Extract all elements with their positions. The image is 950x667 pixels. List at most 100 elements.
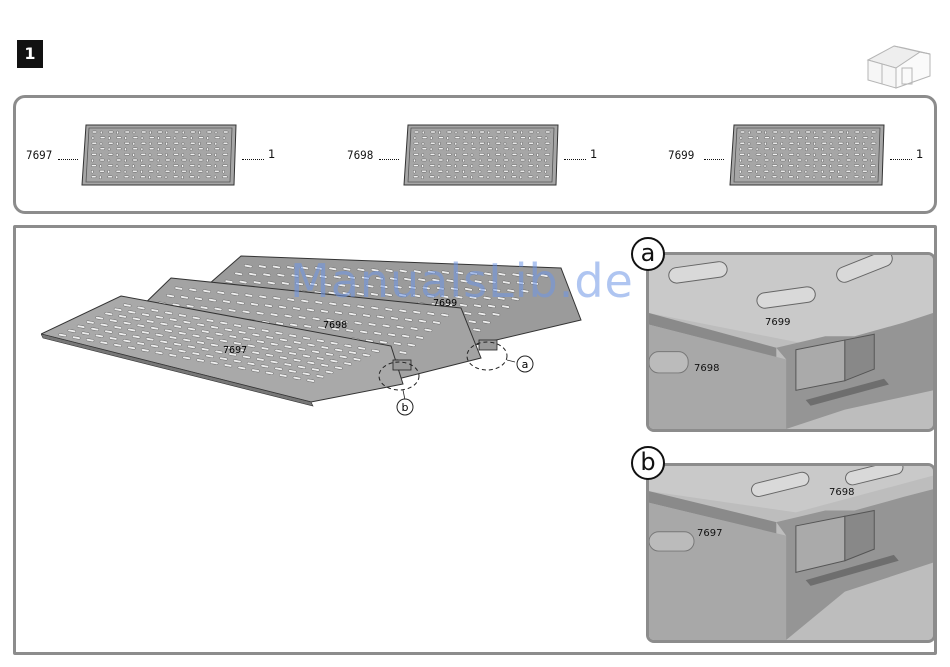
detail-b-lower-label: 7697 [697, 528, 722, 539]
panel-slot [805, 142, 810, 144]
panel-slot [528, 170, 530, 173]
panel-slot [190, 131, 195, 133]
panel-slot [748, 148, 753, 150]
detail-b-panel: 7698 7697 [646, 463, 936, 643]
panel-slot [780, 176, 782, 179]
panel-slot [199, 137, 204, 139]
assembly-label-7697: 7697 [223, 345, 247, 356]
panel-slot [108, 137, 110, 140]
panel-slot [166, 142, 168, 145]
panel-slot [537, 148, 542, 150]
panel-slot [487, 176, 489, 179]
panel-slot [813, 165, 815, 168]
panel-slot [132, 165, 134, 168]
panel-slot [430, 165, 435, 167]
panel-slot [814, 142, 816, 145]
panel-slot [157, 170, 159, 173]
panel-slot [174, 159, 176, 162]
panel-slot [214, 170, 219, 172]
part-code: 7697 [26, 148, 52, 162]
panel-slot [108, 131, 113, 133]
panel-slot [529, 137, 531, 140]
step-number-badge: 1 [17, 40, 43, 68]
panel-slot [537, 131, 539, 134]
panel-slot [463, 148, 465, 151]
panel-slot [223, 170, 225, 173]
panel-slot [814, 131, 816, 134]
panel-slot [797, 176, 799, 179]
panel-slot [206, 153, 211, 155]
panel-slot [422, 170, 427, 172]
panel-slot [829, 176, 831, 179]
panel-slot [174, 131, 179, 133]
panel-slot [471, 165, 473, 168]
panel-slot [488, 142, 490, 145]
panel-slot [206, 176, 211, 178]
panel-slot [413, 165, 418, 167]
panel-slot [438, 165, 440, 168]
panel-slot [413, 170, 415, 173]
panel-slot [446, 170, 448, 173]
panel-slot [748, 142, 750, 145]
panel-slot [223, 148, 225, 151]
panel-slot [92, 148, 94, 151]
panel-slot [748, 159, 753, 161]
panel-slot [471, 131, 473, 134]
panel-slot [479, 170, 481, 173]
panel-slot [545, 159, 547, 162]
detail-b-callout: b [631, 446, 665, 480]
panel-slot [99, 176, 101, 179]
panel-slot [544, 176, 549, 178]
panel-slot [463, 153, 468, 155]
panel-slot [838, 159, 840, 162]
panel-slot [847, 137, 852, 139]
panel-slot [789, 159, 791, 162]
watermark-text: ManualsLib.de [290, 254, 634, 308]
panel-slot [182, 153, 184, 156]
panel-slot [455, 153, 457, 156]
panel-slot [748, 170, 753, 172]
panel-slot [207, 131, 212, 133]
panel-slot [116, 142, 118, 145]
panel-slot [463, 131, 468, 133]
panel-slot [463, 142, 468, 144]
panel-slot [198, 153, 200, 156]
panel-slot [157, 176, 162, 178]
panel-slot [215, 159, 220, 161]
panel-slot [100, 142, 102, 145]
panel-slot [133, 137, 138, 139]
panel-slot [92, 159, 94, 162]
panel-slot [182, 148, 187, 150]
panel-slot [422, 165, 424, 168]
panel-slot [166, 148, 171, 150]
panel-slot [430, 142, 435, 144]
panel-slot [797, 131, 799, 134]
panel-slot [430, 153, 435, 155]
panel-slot [479, 165, 484, 167]
panel-slot [141, 137, 143, 140]
panel-slot [108, 159, 110, 162]
panel-slot [789, 137, 791, 140]
panel-slot [537, 142, 539, 145]
panel-slot [430, 170, 432, 173]
panel-slot [181, 176, 183, 179]
panel-slot [822, 148, 824, 151]
panel-slot [863, 159, 868, 161]
panel-slot [772, 170, 774, 173]
panel-slot [182, 165, 184, 168]
panel-slot [781, 159, 786, 161]
panel-slot [814, 148, 819, 150]
panel-slot [830, 142, 832, 145]
panel-slot [100, 159, 105, 161]
panel-slot [108, 142, 113, 144]
panel-slot [862, 176, 864, 179]
panel-slot [830, 148, 835, 150]
panel-slot [520, 165, 522, 168]
panel-slot [117, 137, 122, 139]
panel-slot [222, 176, 227, 178]
panel-slot [158, 131, 163, 133]
panel-slot [157, 165, 162, 167]
panel-slot [520, 142, 522, 145]
panel-slot [496, 131, 501, 133]
panel-slot [496, 153, 501, 155]
